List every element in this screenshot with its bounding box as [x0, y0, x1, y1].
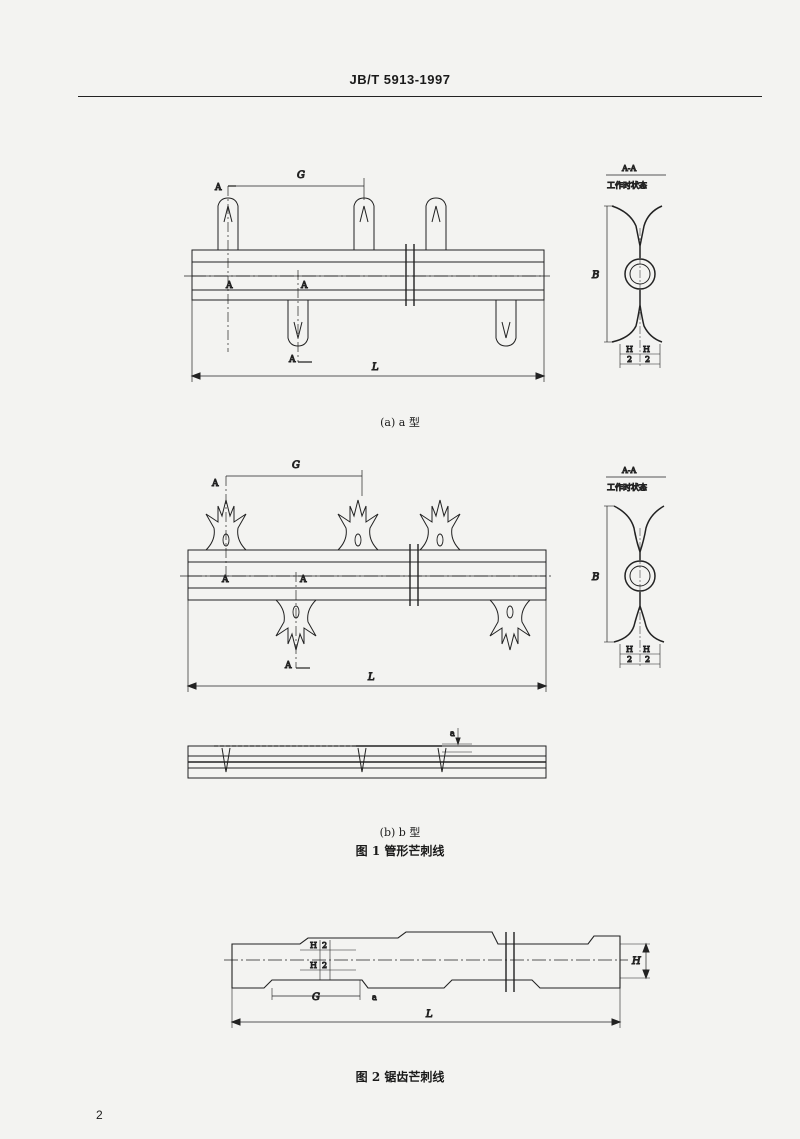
- dim-h-label: H: [643, 645, 650, 654]
- figure-1a-drawing: [184, 178, 552, 382]
- dim-h-label: H: [626, 345, 633, 354]
- spike-upper-2: [337, 499, 379, 551]
- spike-upper-3: [425, 197, 447, 250]
- spike-upper-3: [419, 499, 461, 551]
- section-mark: A: [225, 281, 233, 291]
- figure-1b-top-view: [187, 728, 547, 779]
- dim-h-label: H: [310, 941, 317, 950]
- section-mark: A: [288, 355, 296, 365]
- dim-h-label: H: [631, 956, 641, 967]
- dim-h-label: H: [643, 345, 650, 354]
- header-divider: [78, 96, 762, 97]
- section-subtitle: 工作时状态: [607, 180, 647, 190]
- dim-g-label: G: [292, 460, 300, 471]
- dim-half-label: 2: [627, 655, 632, 664]
- dim-half-label: 2: [645, 655, 650, 664]
- dim-l-label: L: [371, 362, 379, 373]
- dim-h-label: H: [310, 961, 317, 970]
- spike-lower-1: [275, 599, 317, 651]
- dim-b-label: B: [591, 572, 599, 583]
- figure-2-title: 图 2 锯齿芒刺线: [355, 1070, 445, 1084]
- section-mark: A: [300, 281, 308, 291]
- dim-l-label: L: [367, 672, 375, 683]
- spike-lower-2: [489, 599, 531, 651]
- dim-g-label: G: [312, 992, 320, 1003]
- section-mark: A: [211, 479, 219, 489]
- section-mark: A: [221, 575, 229, 585]
- section-title: A-A: [621, 466, 636, 475]
- figure-1a-caption: (a) a 型: [380, 416, 420, 429]
- figure-1b-section: [604, 476, 666, 668]
- spike-lower-2: [495, 300, 517, 347]
- section-mark: A: [214, 183, 222, 193]
- dim-half-label: 2: [322, 941, 327, 950]
- figure-2-drawing: [224, 931, 650, 1028]
- dim-half-label: 2: [645, 355, 650, 364]
- section-title: A-A: [621, 164, 636, 173]
- section-mark: A: [284, 661, 292, 671]
- section-mark: A: [299, 575, 307, 585]
- figure-1-title: 图 1 管形芒刺线: [355, 844, 445, 858]
- tube-body: [191, 249, 545, 301]
- page-number: 2: [96, 1108, 103, 1122]
- dim-half-label: 2: [627, 355, 632, 364]
- dim-a-label: a: [450, 729, 455, 738]
- dim-a-label: a: [372, 993, 377, 1002]
- section-subtitle: 工作时状态: [607, 482, 647, 492]
- figure-1b-caption: (b) b 型: [379, 826, 421, 839]
- figure-1b-drawing: [180, 470, 554, 692]
- dim-h-label: H: [626, 645, 633, 654]
- dim-l-label: L: [425, 1009, 433, 1020]
- spike-upper-2: [353, 197, 375, 250]
- figure-1a-section: [604, 174, 666, 368]
- dim-half-label: 2: [322, 961, 327, 970]
- standard-code: JB/T 5913-1997: [349, 72, 451, 87]
- tube-body: [187, 549, 547, 601]
- dim-b-label: B: [591, 270, 599, 281]
- dim-g-label: G: [297, 170, 305, 181]
